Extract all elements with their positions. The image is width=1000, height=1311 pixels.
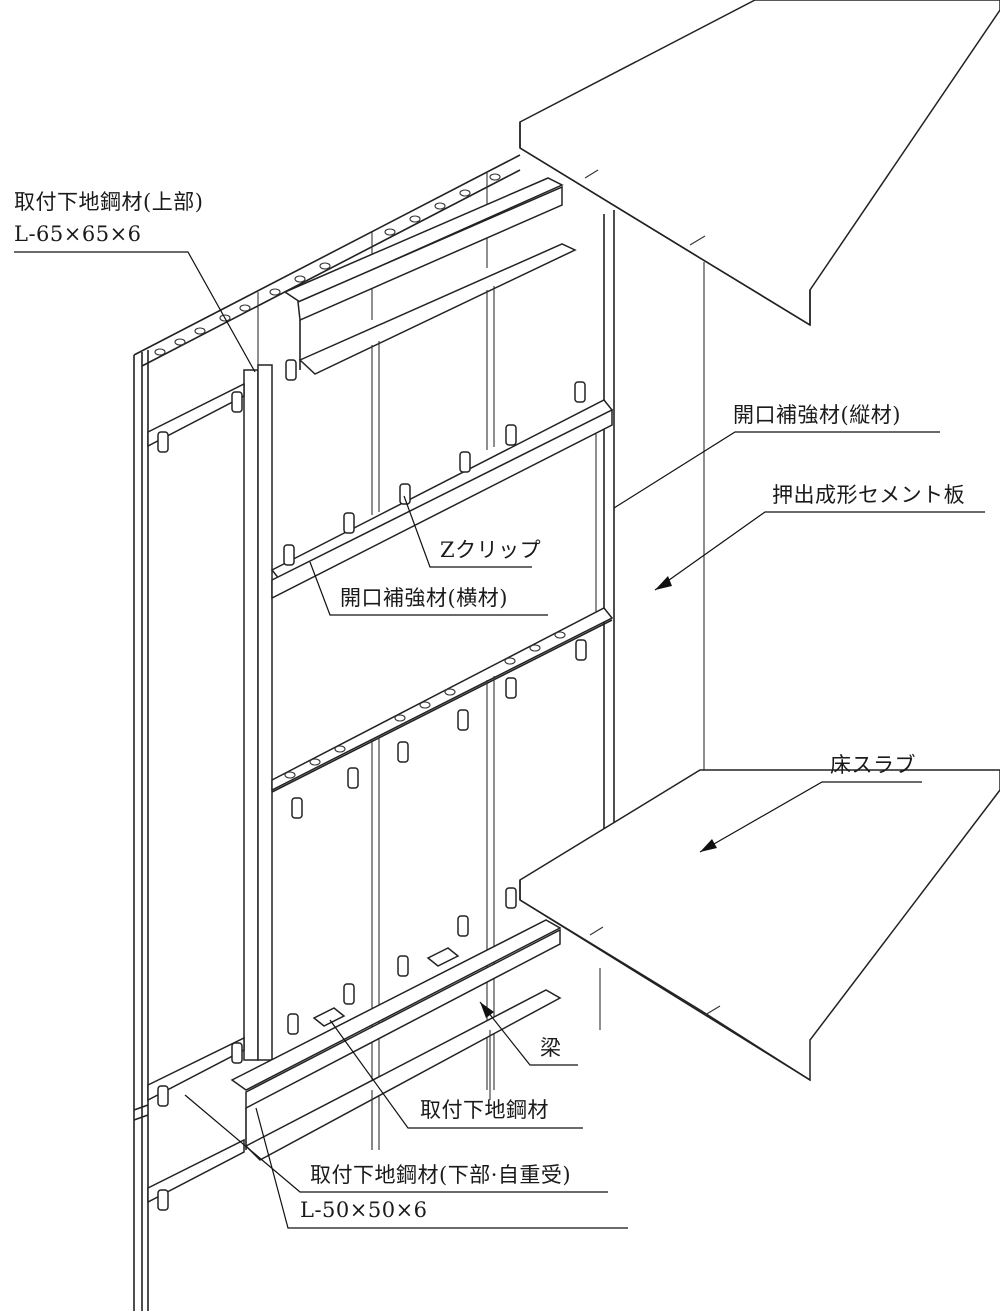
label-lower-angle-size: L-50×50×6 [300, 1198, 428, 1222]
label-vertical-reinforcement: 開口補強材(縦材) [733, 403, 901, 427]
z-clips-lower [291, 639, 587, 819]
upper-floor-slab [519, 0, 1000, 327]
lower-mounting-angle [133, 1036, 245, 1211]
label-upper-angle-size: L-65×65×6 [14, 222, 142, 246]
upper-channel [283, 177, 577, 375]
lower-floor-slab [519, 769, 1000, 1082]
opening-horizontal-reinforcement-lower [271, 607, 614, 793]
interior-panel-joints [371, 286, 495, 515]
hollow-cores-top [154, 173, 501, 356]
label-horizontal-reinforcement: 開口補強材(横材) [340, 586, 508, 610]
cement-panel-wall [133, 154, 521, 1311]
label-beam: 梁 [540, 1036, 562, 1060]
beam [230, 919, 601, 1161]
label-lower-mounting-angle: 取付下地鋼材(下部·自重受) [310, 1163, 572, 1187]
beam-mounting-steel [287, 887, 517, 1035]
label-mounting-steel: 取付下地鋼材 [420, 1098, 549, 1122]
label-z-clip: Zクリップ [440, 538, 542, 562]
right-vertical-reinforcement [595, 210, 705, 830]
leader-lines [14, 251, 985, 1229]
label-cement-panel: 押出成形セメント板 [772, 483, 966, 507]
upper-mounting-angle [147, 382, 245, 448]
hollow-cores-mid [284, 631, 566, 779]
label-upper-mounting-angle: 取付下地鋼材(上部) [14, 190, 204, 214]
opening-horizontal-reinforcement-upper [270, 399, 614, 600]
left-vertical-reinforcement [243, 364, 273, 1061]
label-floor-slab: 床スラブ [830, 753, 916, 777]
z-clips-upper [157, 359, 586, 566]
